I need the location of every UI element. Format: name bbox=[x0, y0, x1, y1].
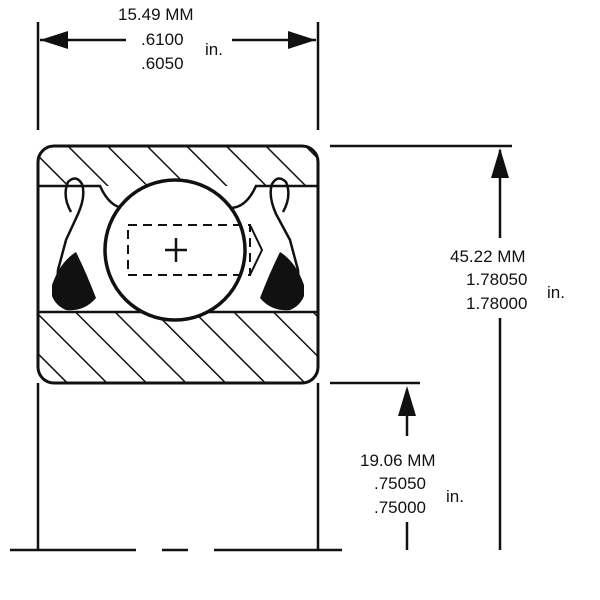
bore-unit-label: in. bbox=[446, 487, 464, 506]
outer-diameter-dimension: 45.22 MM 1.78050 1.78000 in. bbox=[330, 144, 565, 550]
inner-ring-hatch bbox=[38, 312, 318, 383]
od-min-in-label: 1.78000 bbox=[466, 294, 527, 313]
seal-left-wire bbox=[54, 177, 85, 301]
od-max-in-label: 1.78050 bbox=[466, 270, 527, 289]
width-unit-label: in. bbox=[205, 40, 223, 59]
bore-dimension: 19.06 MM .75050 .75000 in. bbox=[330, 381, 464, 550]
bore-max-in-label: .75050 bbox=[374, 474, 426, 493]
width-mm-label: 15.49 MM bbox=[118, 5, 194, 24]
width-arrow-right bbox=[288, 31, 316, 49]
ball-retainer-dashed bbox=[127, 224, 251, 276]
seal-right-wire bbox=[269, 177, 302, 301]
bore-min-in-label: .75000 bbox=[374, 498, 426, 517]
seal-right-lip bbox=[260, 252, 304, 311]
width-min-in-label: .6050 bbox=[141, 54, 184, 73]
width-max-in-label: .6100 bbox=[141, 30, 184, 49]
bore-mm-label: 19.06 MM bbox=[360, 451, 436, 470]
bearing-outline bbox=[36, 144, 320, 385]
od-unit-label: in. bbox=[547, 283, 565, 302]
bore-arrow-top bbox=[398, 386, 416, 416]
od-mm-label: 45.22 MM bbox=[450, 247, 526, 266]
seal-left bbox=[52, 177, 96, 311]
seal-left-lip bbox=[52, 252, 96, 311]
bearing-section bbox=[36, 144, 320, 385]
seal-right bbox=[260, 177, 304, 311]
width-arrow-left bbox=[40, 31, 68, 49]
width-dimension: 15.49 MM .6100 .6050 in. bbox=[36, 5, 320, 130]
od-arrow-top bbox=[491, 148, 509, 178]
retainer-notch-right bbox=[249, 224, 264, 276]
